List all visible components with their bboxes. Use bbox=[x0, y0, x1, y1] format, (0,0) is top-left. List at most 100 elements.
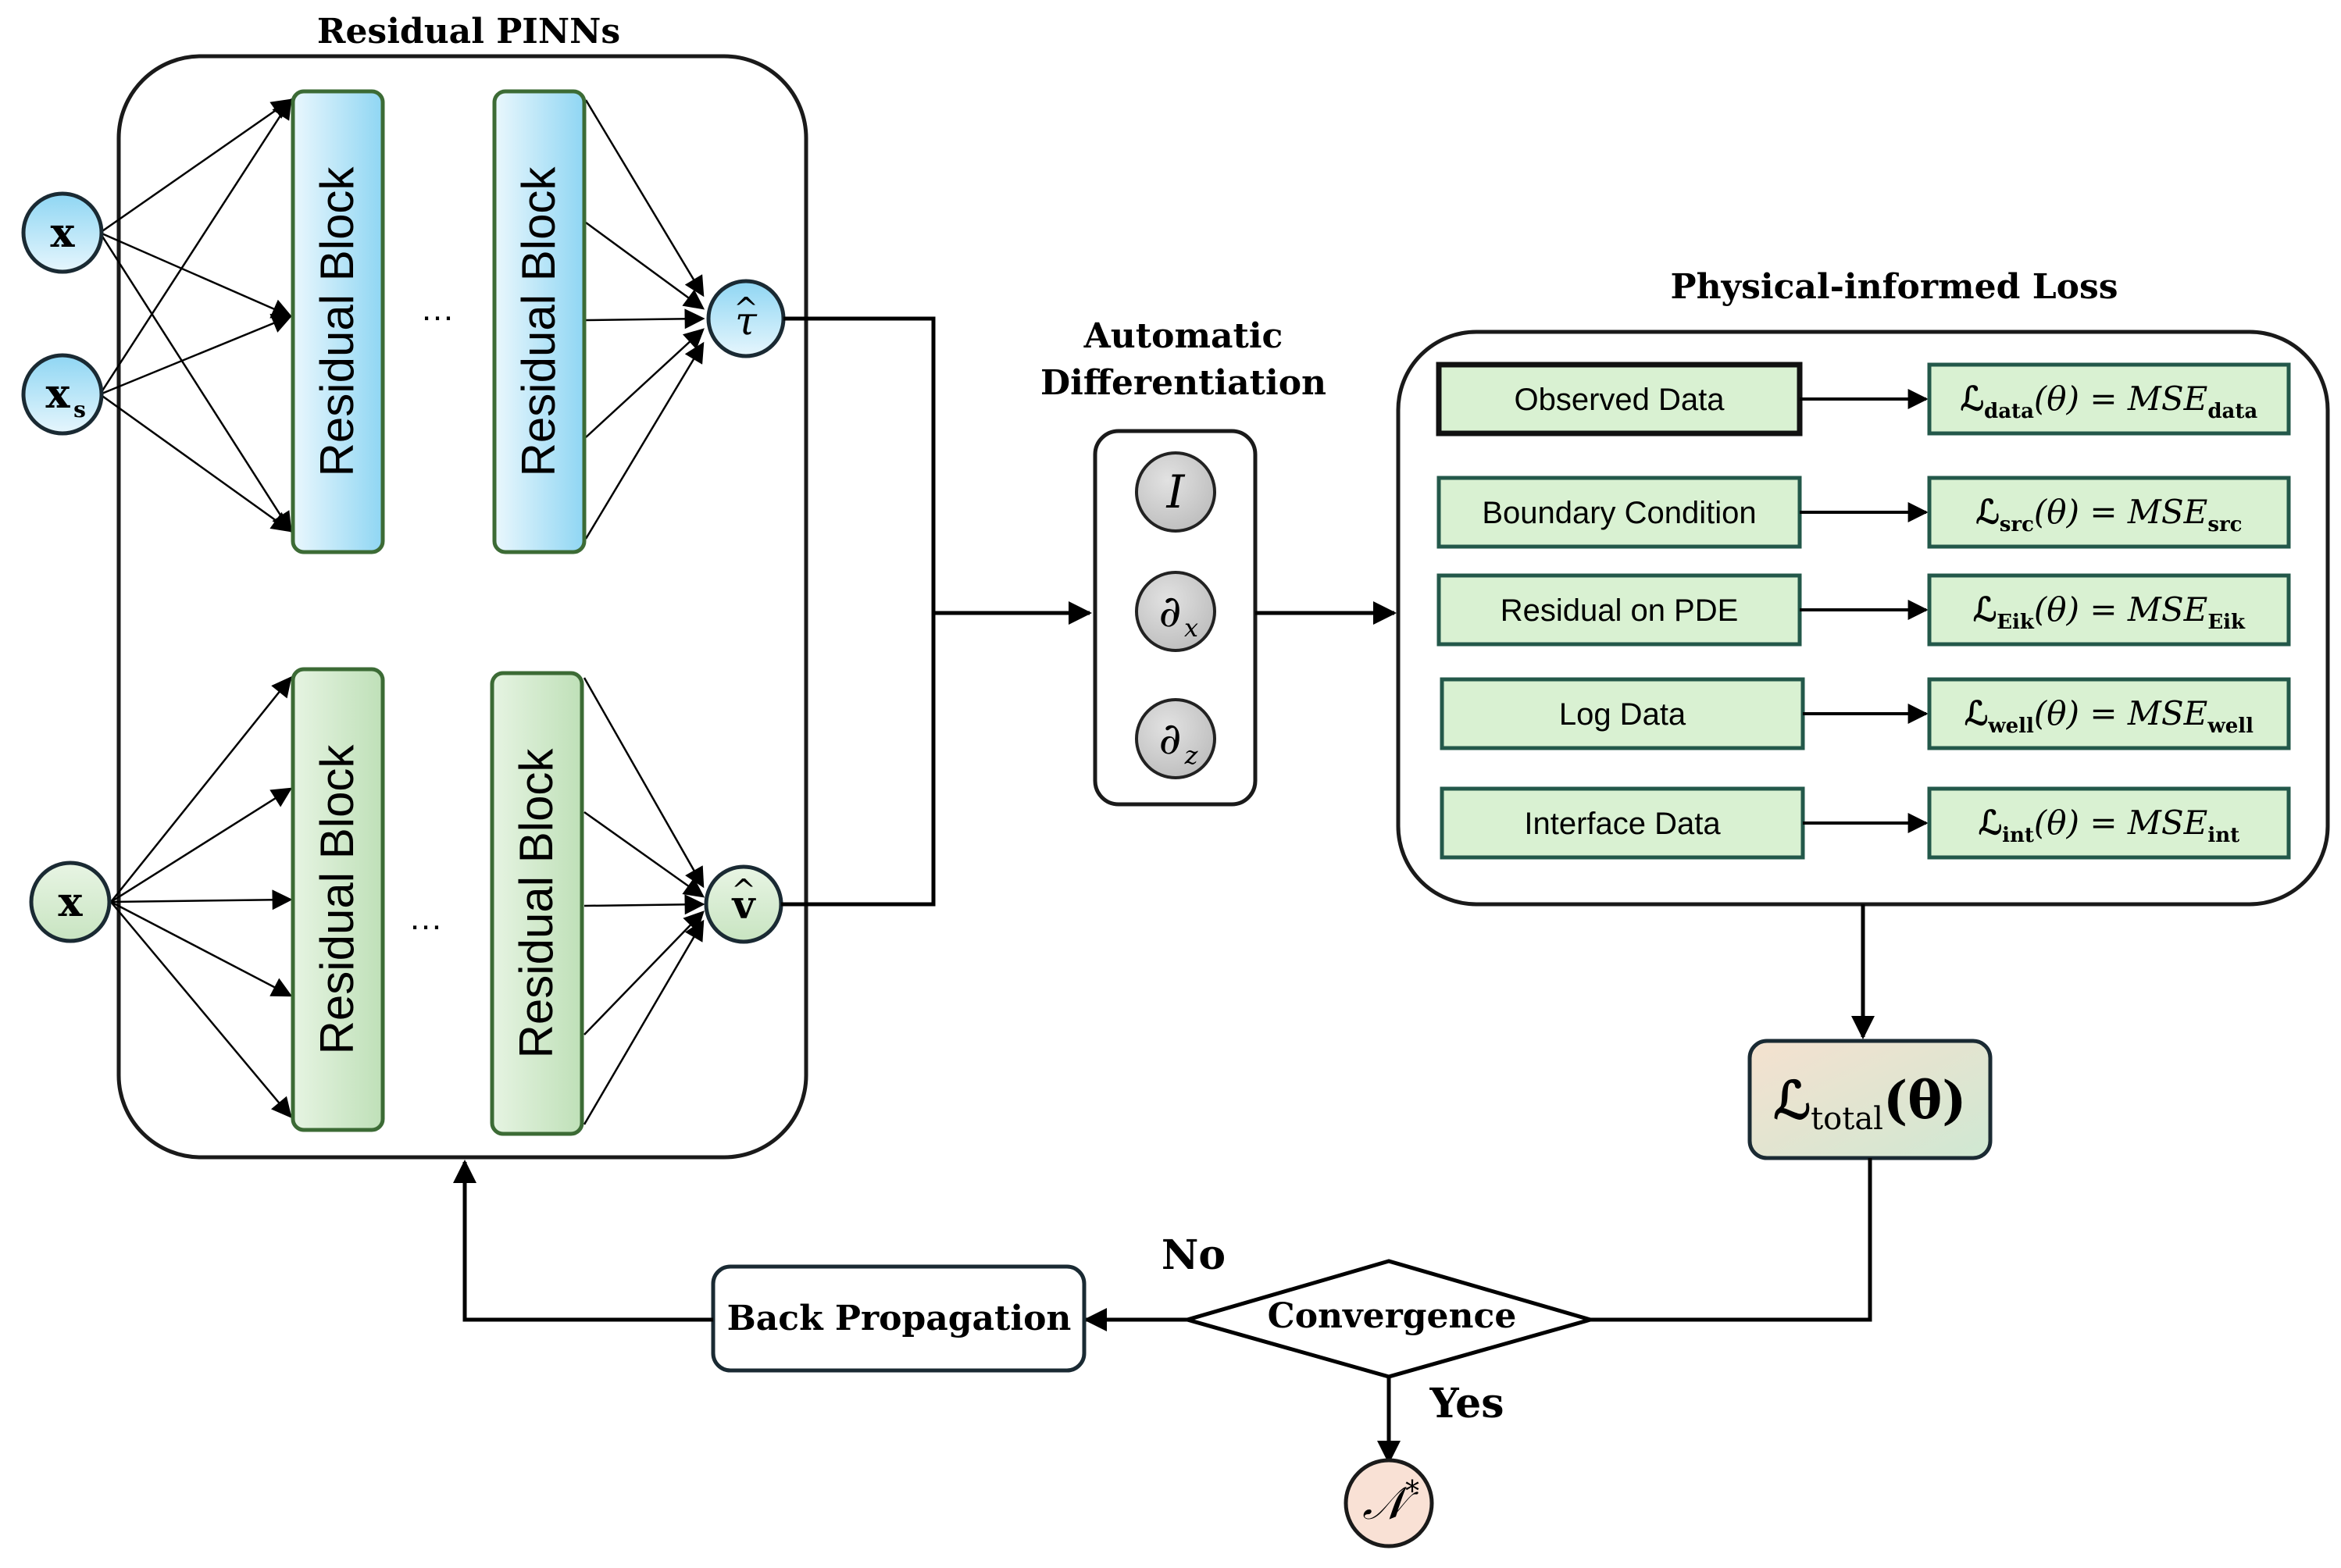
total-to-convergence-line bbox=[1590, 1158, 1872, 1322]
back-propagation-box: Back Propagation bbox=[711, 1264, 1087, 1373]
residual-block-top-2: Residual Block bbox=[492, 89, 587, 554]
total-loss-box: ℒtotal(θ) bbox=[1747, 1039, 1993, 1160]
loss-formula-box bbox=[1927, 476, 2291, 549]
loss-formula-part: (θ) = bbox=[2034, 804, 2128, 842]
loss-formula: ℒEik(θ) = MSEEik bbox=[1973, 590, 2246, 634]
loss-formula: ℒsrc(θ) = MSEsrc bbox=[1976, 493, 2243, 536]
residual-block-top-1-label: Residual Block bbox=[311, 166, 363, 477]
loss-formula-box bbox=[1927, 786, 2291, 860]
loss-formula-part: ℒ bbox=[1973, 590, 1997, 629]
decision-no-label: No bbox=[1162, 1231, 1226, 1279]
loss-formula-part: (θ) = bbox=[2034, 380, 2128, 418]
input-node-xs: x s bbox=[21, 353, 104, 436]
loss-formula-part: data bbox=[1984, 400, 2034, 423]
autodiff-op-identity-label: I bbox=[1166, 465, 1186, 519]
autodiff-title-line1: Automatic bbox=[1083, 316, 1283, 356]
loss-formula-part: Eik bbox=[2207, 611, 2246, 634]
loss-formula-part: data bbox=[2207, 400, 2257, 423]
input-x-top-label: x bbox=[50, 209, 75, 257]
total-loss-arg: (θ) bbox=[1883, 1070, 1966, 1131]
output-node-v: v ^ bbox=[704, 864, 783, 944]
loss-formula-part: MSE bbox=[2127, 694, 2207, 732]
residual-block-bottom-2-label: Residual Block bbox=[510, 748, 562, 1059]
loss-source-label: Observed Data bbox=[1514, 383, 1725, 417]
autodiff-op-dz-main: ∂ bbox=[1159, 714, 1182, 764]
loss-source-box bbox=[1436, 476, 1802, 549]
merge-lines bbox=[781, 316, 1092, 907]
panel-title-residual-pinns: Residual PINNs bbox=[317, 12, 620, 52]
loss-formula-box bbox=[1927, 677, 2291, 750]
loss-source-box bbox=[1440, 786, 1805, 860]
loss-formula-part: well bbox=[2207, 715, 2254, 738]
ellipsis-bottom: … bbox=[409, 899, 443, 937]
loss-source-label: Boundary Condition bbox=[1482, 496, 1756, 530]
input-xs-label: x bbox=[45, 370, 70, 418]
total-loss-formula: ℒtotal(θ) bbox=[1774, 1070, 1967, 1137]
autodiff-op-dz: ∂ z bbox=[1135, 698, 1216, 779]
loss-formula-part: ℒ bbox=[1965, 694, 1988, 732]
total-loss-sub: total bbox=[1811, 1101, 1883, 1137]
input-node-x-top: x bbox=[21, 191, 104, 274]
loss-formula-part: (θ) = bbox=[2034, 590, 2128, 629]
residual-block-bottom-1-label: Residual Block bbox=[311, 744, 363, 1055]
autodiff-op-dx: ∂ x bbox=[1135, 571, 1216, 652]
convergence-label: Convergence bbox=[1268, 1296, 1517, 1336]
back-propagation-label: Back Propagation bbox=[727, 1299, 1072, 1338]
bottom-network-connections bbox=[110, 675, 705, 1125]
convergence-decision: Convergence bbox=[1179, 1259, 1598, 1379]
loss-source-box bbox=[1436, 362, 1803, 437]
top-network-connections bbox=[98, 98, 705, 540]
loss-formula-part: ℒ bbox=[1979, 804, 2002, 842]
loss-formula-part: MSE bbox=[2127, 380, 2207, 418]
backprop-to-pinns-arrow bbox=[453, 1160, 713, 1322]
ellipsis-top: … bbox=[420, 290, 455, 328]
autodiff-op-dx-main: ∂ bbox=[1159, 586, 1182, 637]
loss-formula: ℒint(θ) = MSEint bbox=[1979, 804, 2239, 847]
loss-formula-box bbox=[1927, 573, 2291, 647]
loss-source-label: Residual on PDE bbox=[1501, 593, 1739, 628]
loss-formula-part: int bbox=[2002, 824, 2034, 847]
loss-formula: ℒdata(θ) = MSEdata bbox=[1961, 380, 2258, 423]
output-tau-hat: ^ bbox=[733, 291, 758, 326]
loss-formula-part: MSE bbox=[2127, 493, 2207, 531]
loss-source-label: Log Data bbox=[1559, 697, 1686, 732]
loss-formula-part: MSE bbox=[2127, 804, 2207, 842]
input-node-x-bottom: x bbox=[29, 861, 112, 943]
decision-yes-label: Yes bbox=[1429, 1380, 1504, 1427]
input-xs-subscript: s bbox=[73, 397, 86, 422]
residual-block-top-1: Residual Block bbox=[291, 89, 385, 554]
loss-panel-title: Physical-informed Loss bbox=[1670, 267, 2118, 307]
total-loss-L: ℒ bbox=[1774, 1070, 1811, 1131]
output-v-label: v bbox=[731, 882, 756, 928]
output-v-hat: ^ bbox=[731, 873, 756, 907]
loss-formula-part: src bbox=[2000, 513, 2034, 536]
autodiff-title-line2: Differentiation bbox=[1040, 363, 1326, 403]
residual-block-top-2-label: Residual Block bbox=[512, 166, 565, 477]
result-node: 𝒩 * bbox=[1344, 1458, 1434, 1548]
loss-formula-part: ℒ bbox=[1961, 380, 1984, 418]
autodiff-op-dz-sub: z bbox=[1184, 740, 1199, 770]
loss-formula-part: well bbox=[1987, 715, 2034, 738]
loss-formula-part: int bbox=[2207, 824, 2239, 847]
residual-block-bottom-2: Residual Block bbox=[490, 671, 584, 1136]
residual-pinns-panel bbox=[116, 54, 808, 1160]
loss-source-label: Interface Data bbox=[1524, 807, 1721, 841]
loss-formula-part: (θ) = bbox=[2034, 493, 2128, 531]
result-sup: * bbox=[1405, 1476, 1419, 1508]
autodiff-op-identity: I bbox=[1135, 451, 1216, 533]
loss-formula-box bbox=[1927, 362, 2291, 436]
loss-formula-part: ℒ bbox=[1976, 493, 2000, 531]
loss-formula-part: (θ) = bbox=[2034, 694, 2128, 732]
autodiff-op-dx-sub: x bbox=[1184, 613, 1198, 643]
loss-formula-part: MSE bbox=[2127, 590, 2207, 629]
output-tau-label: τ bbox=[735, 298, 758, 344]
loss-formula-part: src bbox=[2207, 513, 2242, 536]
loss-source-box bbox=[1436, 573, 1802, 647]
input-x-bottom-label: x bbox=[58, 878, 83, 926]
loss-formula: ℒwell(θ) = MSEwell bbox=[1965, 694, 2254, 738]
residual-block-bottom-1: Residual Block bbox=[291, 667, 385, 1132]
output-node-tau: τ ^ bbox=[706, 279, 786, 358]
loss-formula-part: Eik bbox=[1997, 611, 2035, 634]
